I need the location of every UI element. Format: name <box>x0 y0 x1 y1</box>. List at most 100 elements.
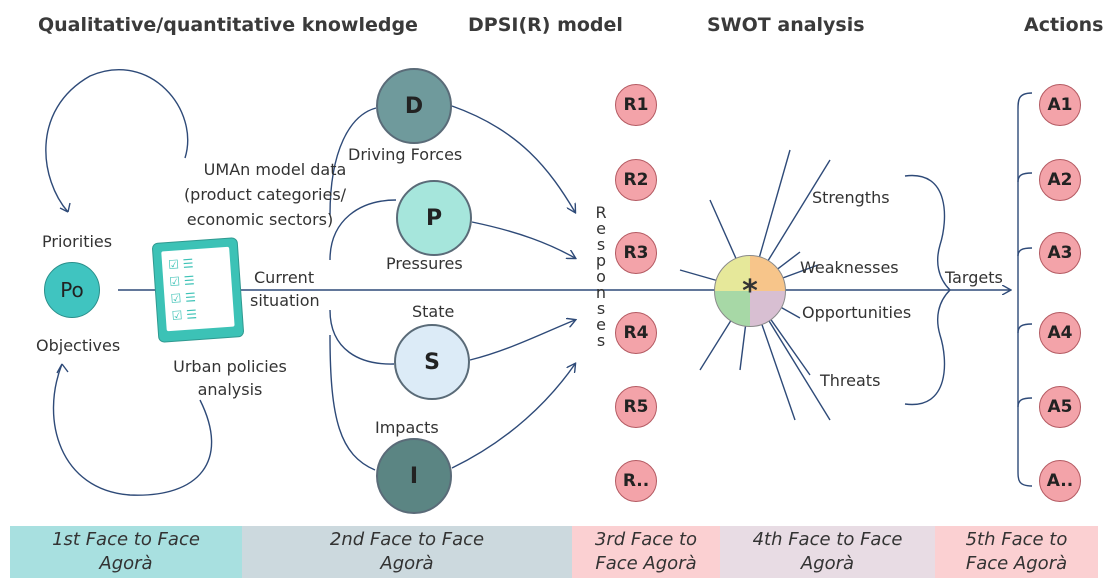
uman-line3: economic sectors) <box>186 210 334 229</box>
response-node-r1: R1 <box>615 84 657 126</box>
checklist-icon: ☑ ☰☑ ☰☑ ☰☑ ☰ <box>151 237 245 343</box>
bottom-loop-arrow <box>52 363 213 496</box>
band-5-line1: 5th Face to <box>965 529 1068 550</box>
node-d-text: D <box>404 93 424 119</box>
po-text: Po <box>60 278 84 302</box>
action-node-amore: A.. <box>1039 460 1081 502</box>
swot-center-asterisk: * <box>742 273 758 309</box>
action-label: A3 <box>1047 243 1073 263</box>
node-i-text: I <box>409 463 419 489</box>
band-3 <box>572 526 720 578</box>
action-label: A2 <box>1047 170 1073 190</box>
action-label: A5 <box>1047 397 1073 417</box>
action-node-a3: A3 <box>1039 232 1081 274</box>
header-swot: SWOT analysis <box>707 14 865 36</box>
action-node-a4: A4 <box>1039 312 1081 354</box>
band-1-text: 1st Face to Face Agorà <box>10 528 242 576</box>
swot-center-node: * <box>714 255 786 327</box>
header-actions: Actions <box>1024 14 1104 36</box>
node-impacts: I <box>376 438 452 514</box>
responses-letter: R <box>595 203 607 222</box>
responses-letter: s <box>596 331 606 350</box>
objectives-label: Objectives <box>36 336 121 355</box>
response-node-rmore: R.. <box>615 460 657 502</box>
band-2-line1: 2nd Face to Face <box>329 529 485 550</box>
response-label: R4 <box>623 323 649 343</box>
band-5-line2: Face Agorà <box>965 553 1068 574</box>
uman-line1: UMAn model data <box>203 160 347 179</box>
responses-vertical-label: R e s p o n s e s <box>593 205 609 349</box>
band-3-line2: Face Agorà <box>595 553 697 574</box>
response-label: R2 <box>623 170 649 190</box>
actions-bracket <box>1017 92 1033 487</box>
action-node-a2: A2 <box>1039 159 1081 201</box>
action-node-a1: A1 <box>1039 84 1081 126</box>
band-1-line2: Agorà <box>99 553 153 574</box>
action-node-a5: A5 <box>1039 386 1081 428</box>
response-label: R5 <box>623 397 649 417</box>
node-p-text: P <box>425 205 443 231</box>
urban-line1: Urban policies <box>173 357 287 376</box>
band-4-line1: 4th Face to Face <box>752 529 903 550</box>
current-line2: situation <box>250 291 320 310</box>
impacts-label: Impacts <box>375 418 439 437</box>
s-to-responses <box>469 320 575 361</box>
i-to-responses <box>451 364 575 469</box>
responses-letter: o <box>596 267 606 286</box>
band-5-text: 5th Face to Face Agorà <box>935 528 1098 576</box>
uman-line2: (product categories/ <box>183 185 347 204</box>
response-node-r3: R3 <box>615 232 657 274</box>
band-2 <box>242 526 572 578</box>
branch-to-s <box>329 309 395 365</box>
branch-to-p <box>329 199 397 261</box>
strengths-label: Strengths <box>812 188 890 207</box>
band-2-line2: Agorà <box>380 553 434 574</box>
node-driving-forces: D <box>376 68 452 144</box>
responses-letter: e <box>596 219 606 238</box>
band-4-text: 4th Face to Face Agorà <box>720 528 935 576</box>
band-3-line1: 3rd Face to <box>594 529 698 550</box>
node-state: S <box>394 324 470 400</box>
band-1 <box>10 526 242 578</box>
branch-to-i <box>329 334 376 471</box>
threats-label: Threats <box>820 371 881 390</box>
band-5 <box>935 526 1098 578</box>
branch-to-d <box>329 107 377 216</box>
band-4 <box>720 526 935 578</box>
node-pressures: P <box>396 180 472 256</box>
action-label: A4 <box>1047 323 1073 343</box>
d-to-responses <box>451 105 575 212</box>
response-node-r4: R4 <box>615 312 657 354</box>
top-loop-arrow <box>45 69 189 213</box>
driving-forces-label: Driving Forces <box>348 145 463 164</box>
po-node: Po <box>44 262 100 318</box>
priorities-label: Priorities <box>42 232 113 251</box>
swot-brace <box>904 174 951 406</box>
band-2-text: 2nd Face to Face Agorà <box>242 528 572 576</box>
p-to-responses <box>471 221 575 258</box>
header-dpsir: DPSI(R) model <box>468 14 623 36</box>
targets-label: Targets <box>945 268 1003 287</box>
band-4-line2: Agorà <box>800 553 855 574</box>
response-node-r5: R5 <box>615 386 657 428</box>
opportunities-label: Opportunities <box>802 303 912 322</box>
state-label: State <box>412 302 455 321</box>
action-label: A1 <box>1047 95 1073 115</box>
node-s-text: S <box>424 349 440 375</box>
current-line1: Current <box>254 268 315 287</box>
header-knowledge: Qualitative/quantitative knowledge <box>38 14 418 36</box>
weaknesses-label: Weaknesses <box>800 258 899 277</box>
action-label: A.. <box>1046 471 1074 491</box>
response-node-r2: R2 <box>615 159 657 201</box>
responses-letter: s <box>596 235 606 254</box>
urban-line2: analysis <box>197 380 263 399</box>
band-1-line1: 1st Face to Face <box>52 529 200 550</box>
responses-letter: e <box>596 315 606 334</box>
responses-letter: s <box>596 299 606 318</box>
response-label: R1 <box>623 95 649 115</box>
responses-letter: p <box>595 251 607 270</box>
band-3-text: 3rd Face to Face Agorà <box>572 528 720 576</box>
response-label: R3 <box>623 243 649 263</box>
pressures-label: Pressures <box>386 254 463 273</box>
